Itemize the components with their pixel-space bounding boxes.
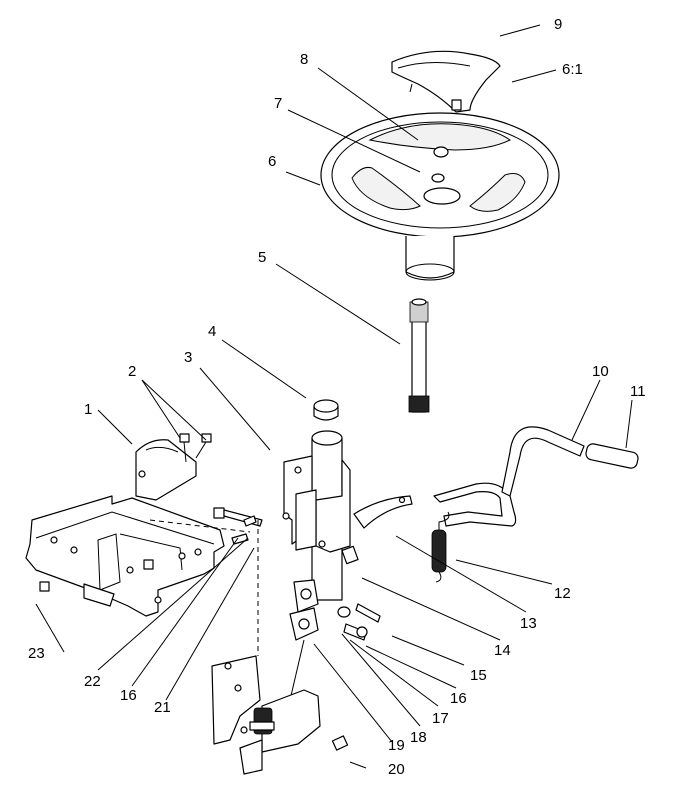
callout-17: 17 (432, 710, 449, 727)
callout-2: 2 (128, 363, 136, 380)
steering-wheel-cap (391, 50, 501, 113)
leader-lines (35, 24, 633, 769)
callout-14: 14 (494, 642, 511, 659)
steering-wheel (320, 112, 560, 281)
callout-19: 19 (388, 737, 405, 754)
callout-5: 5 (258, 249, 266, 266)
upper-cover (135, 439, 197, 501)
callout-9: 9 (554, 16, 562, 33)
universal-joint (289, 579, 319, 701)
callout-6: 6 (268, 153, 276, 170)
callout-16a: 16 (120, 687, 137, 704)
callout-15: 15 (470, 667, 487, 684)
callout-labels: 1 2 3 4 5 6 6:1 7 8 9 10 11 12 13 14 15 … (28, 16, 646, 778)
callout-13: 13 (520, 615, 537, 632)
bolt-set (337, 545, 381, 641)
callout-21: 21 (154, 699, 171, 716)
callout-8: 8 (300, 51, 308, 68)
spring (431, 511, 450, 583)
callout-6-1: 6:1 (562, 61, 583, 78)
callout-16b: 16 (450, 690, 467, 707)
callout-10: 10 (592, 363, 609, 380)
mounting-plate (25, 495, 225, 617)
steering-shaft (408, 298, 430, 413)
callout-3: 3 (184, 349, 192, 366)
bushing (313, 399, 339, 421)
screws (179, 433, 212, 463)
callout-22: 22 (84, 673, 101, 690)
lever-rod (433, 426, 639, 527)
bracket-plate (353, 495, 413, 529)
steering-column (282, 430, 351, 601)
callout-7: 7 (274, 95, 282, 112)
callout-23: 23 (28, 645, 45, 662)
callout-11: 11 (630, 383, 646, 400)
lower-bracket (211, 655, 349, 775)
callout-1: 1 (84, 401, 92, 418)
guide-line (149, 519, 251, 533)
callout-20: 20 (388, 761, 405, 778)
callout-12: 12 (554, 585, 571, 602)
callout-18: 18 (410, 729, 427, 746)
callout-4: 4 (208, 323, 216, 340)
